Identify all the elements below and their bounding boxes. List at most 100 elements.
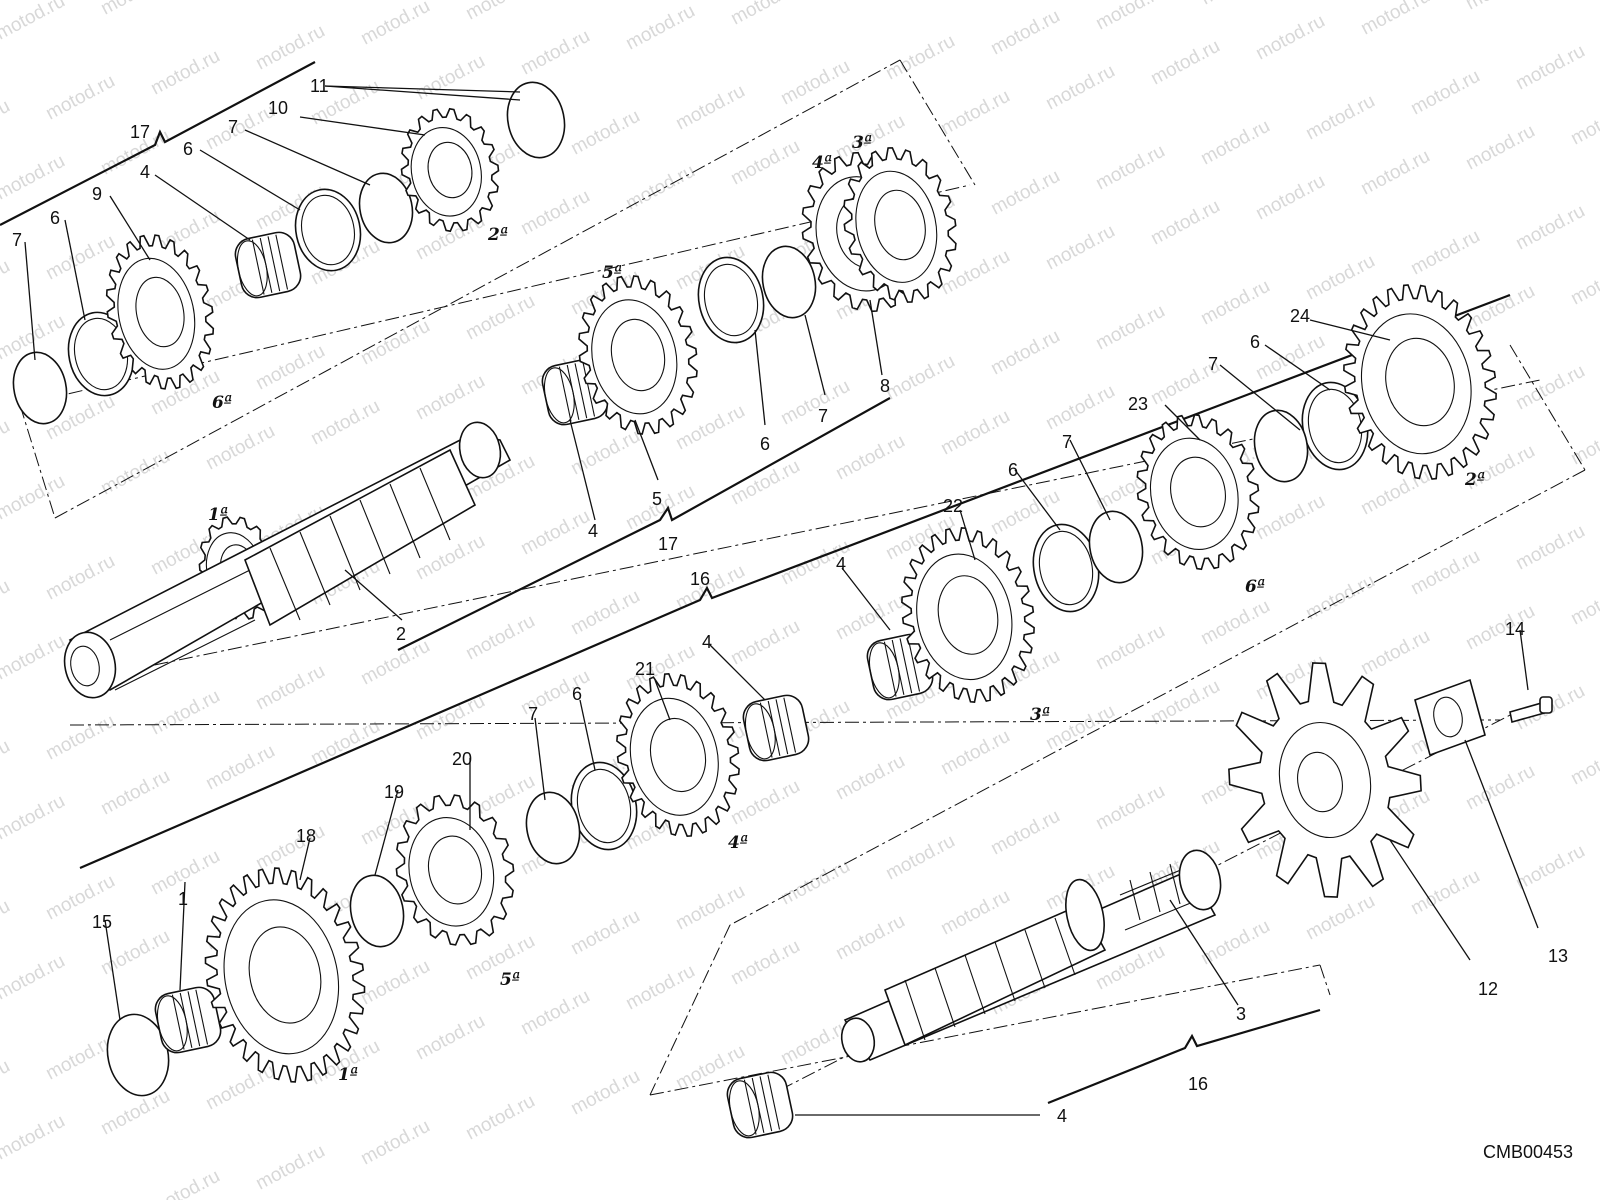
callout-23: 23 xyxy=(1128,394,1148,414)
watermark-text: motod.ru xyxy=(1567,576,1600,630)
callout-8: 8 xyxy=(880,376,890,396)
callout-1: 1 xyxy=(178,889,188,909)
gear-label-4a-top: 4ª xyxy=(812,153,832,173)
watermark-text: motod.ru xyxy=(567,106,643,160)
watermark-text: motod.ru xyxy=(252,1141,328,1195)
callout-7: 7 xyxy=(818,406,828,426)
watermark-text: motod.ru xyxy=(147,46,223,100)
watermark-text: motod.ru xyxy=(1567,96,1600,150)
watermark-text: motod.ru xyxy=(1197,0,1273,9)
watermark-text: motod.ru xyxy=(97,926,173,980)
gear-label-2a-mid: 2ª xyxy=(1464,470,1485,490)
gear-label-3a-mid: 3ª xyxy=(1030,705,1050,725)
gear-label-1a-bot: 1ª xyxy=(338,1065,358,1085)
watermark-text: motod.ru xyxy=(1042,381,1118,435)
watermark-text: motod.ru xyxy=(987,6,1063,60)
gear-label-2a-top: 2ª xyxy=(487,225,508,245)
watermark-text: motod.ru xyxy=(0,256,14,310)
gear-10-second-hub xyxy=(427,141,473,199)
watermark-text: motod.ru xyxy=(357,0,433,49)
gear-22-third xyxy=(901,527,1035,703)
watermark-text: motod.ru xyxy=(1092,0,1168,34)
callout-6: 6 xyxy=(760,434,770,454)
watermark-text: motod.ru xyxy=(1357,466,1433,520)
watermark-text: motod.ru xyxy=(882,351,958,405)
watermark-text: motod.ru xyxy=(42,231,118,285)
watermark-text: motod.ru xyxy=(1252,491,1328,545)
watermark-text: motod.ru xyxy=(412,691,488,745)
watermark-text: motod.ru xyxy=(0,791,69,845)
watermark-text: motod.ru xyxy=(1092,621,1168,675)
gear-18-first-web xyxy=(223,899,340,1055)
callout-7: 7 xyxy=(528,704,538,724)
gear-9-sixth-hub xyxy=(135,276,185,348)
watermark-text: motod.ru xyxy=(567,1066,643,1120)
callout-21: 21 xyxy=(635,659,655,679)
gear-8-third-fourth-b-hub xyxy=(874,189,926,261)
watermark-text: motod.ru xyxy=(622,161,698,215)
watermark-text: motod.ru xyxy=(0,576,14,630)
watermark-text: motod.ru xyxy=(1197,596,1273,650)
watermark-text: motod.ru xyxy=(462,0,538,24)
watermark-text: motod.ru xyxy=(567,906,643,960)
watermark-text: motod.ru xyxy=(937,406,1013,460)
callout-13: 13 xyxy=(1548,946,1568,966)
callout-numbers: 11 10 17 7 6 4 9 6 7 24 6 7 23 8 7 6 7 6… xyxy=(12,76,1568,1126)
watermark-text: motod.ru xyxy=(0,151,69,205)
watermark-text: motod.ru xyxy=(832,911,908,965)
watermark-text: motod.ru xyxy=(727,936,803,990)
watermark-text: motod.ru xyxy=(1462,761,1538,815)
watermark-text: motod.ru xyxy=(987,326,1063,380)
watermark-text: motod.ru xyxy=(727,0,803,29)
watermark-text: motod.ru xyxy=(672,81,748,135)
watermark-text: motod.ru xyxy=(777,56,853,110)
watermark-text: motod.ru xyxy=(42,71,118,125)
secondary-shaft xyxy=(840,849,1222,1063)
watermark-text: motod.ru xyxy=(1407,866,1483,920)
gear-label-1a-shaft: 1ª xyxy=(208,505,228,525)
group-brackets xyxy=(0,61,1511,1105)
watermark-text: motod.ru xyxy=(147,1166,223,1200)
watermark-text: motod.ru xyxy=(1147,36,1223,90)
watermark-text: motod.ru xyxy=(1357,626,1433,680)
watermark-text: motod.ru xyxy=(727,616,803,670)
watermark-text: motod.ru xyxy=(0,0,69,44)
callout-22: 22 xyxy=(943,496,963,516)
watermark-text: motod.ru xyxy=(1252,11,1328,65)
callout-18: 18 xyxy=(296,826,316,846)
watermark-text: motod.ru xyxy=(777,376,853,430)
watermark-text: motod.ru xyxy=(1512,201,1588,255)
gear-20-fifth xyxy=(395,794,515,946)
watermark-text: motod.ru xyxy=(462,611,538,665)
watermark-text: motod.ru xyxy=(1302,91,1378,145)
watermark-text: motod.ru xyxy=(0,96,14,150)
watermark-text: motod.ru xyxy=(1092,781,1168,835)
callout-12: 12 xyxy=(1478,979,1498,999)
callout-14: 14 xyxy=(1505,619,1525,639)
callout-7: 7 xyxy=(1208,354,1218,374)
gear-20-fifth-web xyxy=(408,817,495,927)
watermark-text: motod.ru xyxy=(1357,0,1433,39)
callout-16: 16 xyxy=(1188,1074,1208,1094)
gear-10-second xyxy=(400,107,500,233)
watermark-text: motod.ru xyxy=(42,1031,118,1085)
callout-4: 4 xyxy=(702,632,712,652)
watermark-text: motod.ru xyxy=(462,291,538,345)
watermark-text: motod.ru xyxy=(0,736,14,790)
gear-label-6a-top: 6ª xyxy=(212,393,232,413)
watermark-text: motod.ru xyxy=(252,661,328,715)
watermark-text: motod.ru xyxy=(0,416,14,470)
watermark-text: motod.ru xyxy=(567,426,643,480)
watermark-text: motod.ru xyxy=(987,166,1063,220)
watermark-text: motod.ru xyxy=(1407,226,1483,280)
callout-10: 10 xyxy=(268,98,288,118)
gear-label-4a-bot: 4ª xyxy=(728,833,748,853)
watermark-text: motod.ru xyxy=(1252,171,1328,225)
callout-2: 2 xyxy=(396,624,406,644)
callout-9: 9 xyxy=(92,184,102,204)
watermark-text: motod.ru xyxy=(1042,61,1118,115)
primary-shaft xyxy=(63,421,512,699)
watermark-text: motod.ru xyxy=(1147,196,1223,250)
gear-label-5a-top: 5ª xyxy=(602,263,622,283)
watermark-text: motod.ru xyxy=(937,726,1013,780)
